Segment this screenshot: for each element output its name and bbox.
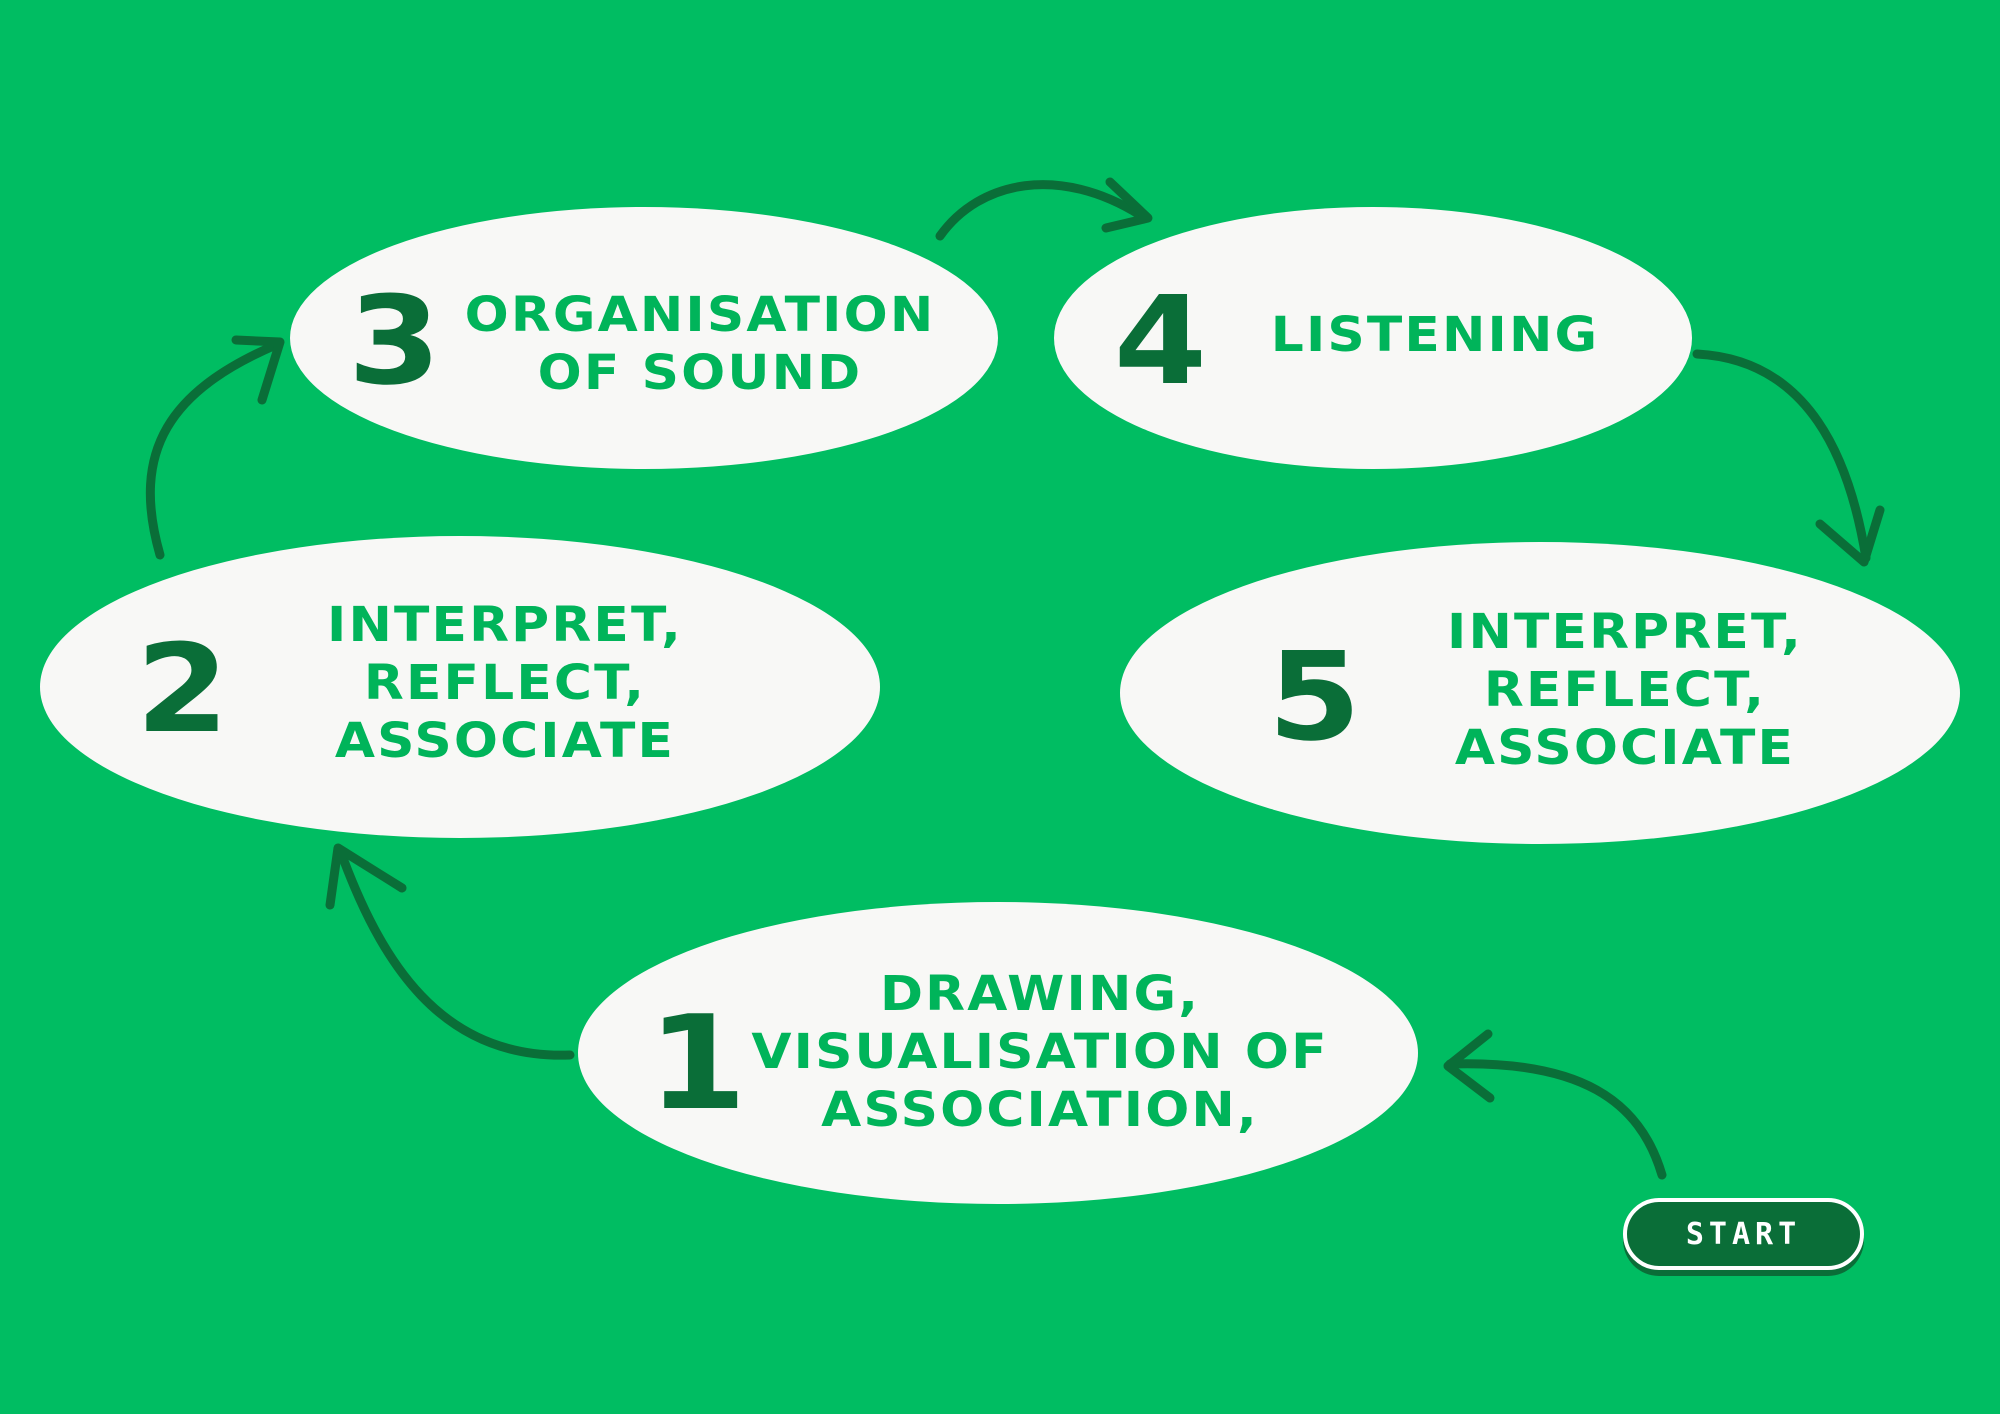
step-5-label: INTERPRET, REFLECT, ASSOCIATE bbox=[1382, 603, 1868, 777]
step-1-ellipse bbox=[578, 902, 1418, 1204]
arrow-start-to-1 bbox=[1443, 1029, 1667, 1180]
arrow-2-to-3 bbox=[145, 335, 285, 560]
step-1-label-line-2: VISUALISATION OF bbox=[751, 1024, 1329, 1080]
start-button[interactable]: START bbox=[1623, 1198, 1864, 1270]
step-3-label-line-1: ORGANISATION bbox=[464, 287, 936, 343]
arrow-4-to-5 bbox=[1692, 349, 1885, 567]
step-2-ellipse bbox=[40, 536, 880, 838]
step-3-number: 3 bbox=[347, 270, 442, 412]
step-5-label-line-2: REFLECT, bbox=[1483, 662, 1767, 718]
step-5-label-line-3: ASSOCIATE bbox=[1454, 720, 1796, 776]
step-5-label-line-1: INTERPRET, bbox=[1447, 604, 1803, 660]
step-1-label-line-1: DRAWING, bbox=[879, 966, 1201, 1022]
arrow-3-to-4 bbox=[935, 177, 1153, 241]
step-1-number: 1 bbox=[647, 987, 747, 1139]
step-4-label: LISTENING bbox=[1224, 306, 1645, 364]
step-4-ellipse bbox=[1054, 207, 1692, 469]
step-2-label-line-1: INTERPRET, bbox=[327, 597, 683, 653]
step-1-label: DRAWING, VISUALISATION OF ASSOCIATION, bbox=[716, 965, 1364, 1139]
step-1-label-line-3: ASSOCIATION, bbox=[821, 1082, 1259, 1138]
step-3-label: ORGANISATION OF SOUND bbox=[419, 286, 981, 402]
arrow-1-to-2 bbox=[325, 843, 575, 1060]
step-4-label-line-1: LISTENING bbox=[1270, 307, 1600, 363]
step-2-label-line-2: REFLECT, bbox=[363, 655, 647, 711]
step-2-label: INTERPRET, REFLECT, ASSOCIATE bbox=[262, 596, 748, 770]
step-3-label-line-2: OF SOUND bbox=[537, 345, 863, 401]
step-3-ellipse bbox=[290, 207, 998, 469]
step-2-number: 2 bbox=[135, 618, 230, 760]
step-5-number: 5 bbox=[1267, 626, 1362, 768]
step-4-number: 4 bbox=[1113, 270, 1208, 412]
step-2-label-line-3: ASSOCIATE bbox=[334, 713, 676, 769]
step-5-ellipse bbox=[1120, 542, 1960, 844]
